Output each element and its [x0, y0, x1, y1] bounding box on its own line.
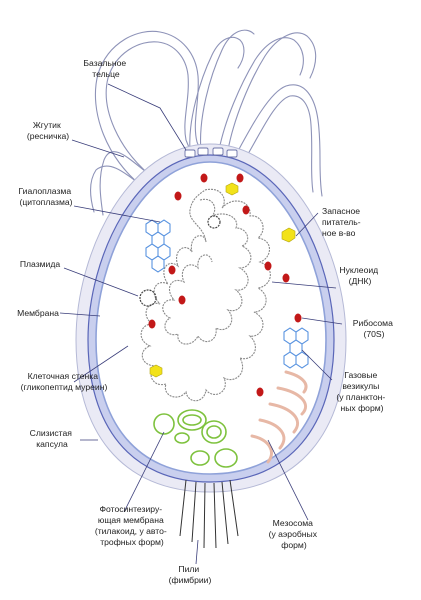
label-basal-body: Базальное тельце: [83, 58, 128, 79]
leader-lines: [59, 83, 343, 565]
cell-envelope: [75, 143, 347, 493]
basal-bodies: [184, 147, 238, 158]
nucleoid-dna: [140, 188, 271, 402]
label-flagellum: Жгутик (ресничка): [27, 120, 69, 141]
flagella: [89, 29, 323, 216]
ribosomes: [148, 173, 302, 397]
storage-granules: [149, 182, 296, 378]
thylakoids: [153, 409, 238, 468]
labels: Базальное тельце Жгутик (ресничка) Гиало…: [17, 58, 396, 585]
label-gas-vesicles: Газовые везикулы (у планктон- ных форм): [336, 370, 387, 413]
plasmid: [139, 215, 221, 307]
label-cell-wall: Клеточная стенка (гликопептид муреин): [21, 371, 108, 392]
label-capsule: Слизистая капсула: [30, 428, 75, 449]
label-plasmid: Плазмида: [20, 259, 61, 269]
pili: [179, 479, 239, 549]
cell-membrane: [95, 161, 327, 475]
label-membrane: Мембрана: [17, 308, 59, 318]
label-ribosome: Рибосома (70S): [353, 318, 396, 339]
gas-vesicles: [145, 219, 309, 369]
label-photosynthetic-membrane: Фотосинтезиру- ющая мембрана (тилакоид, …: [95, 504, 169, 547]
label-nucleoid: Нуклеоид (ДНК): [339, 265, 380, 286]
label-mesosome: Мезосома (у аэробных форм): [269, 518, 320, 550]
label-pili: Пили (фимбрии): [169, 564, 212, 585]
label-hyaloplasm: Гиалоплазма (цитоплазма): [18, 186, 73, 207]
label-storage: Запасное питатель- ное в-во: [322, 206, 363, 238]
mesosome: [250, 370, 308, 464]
